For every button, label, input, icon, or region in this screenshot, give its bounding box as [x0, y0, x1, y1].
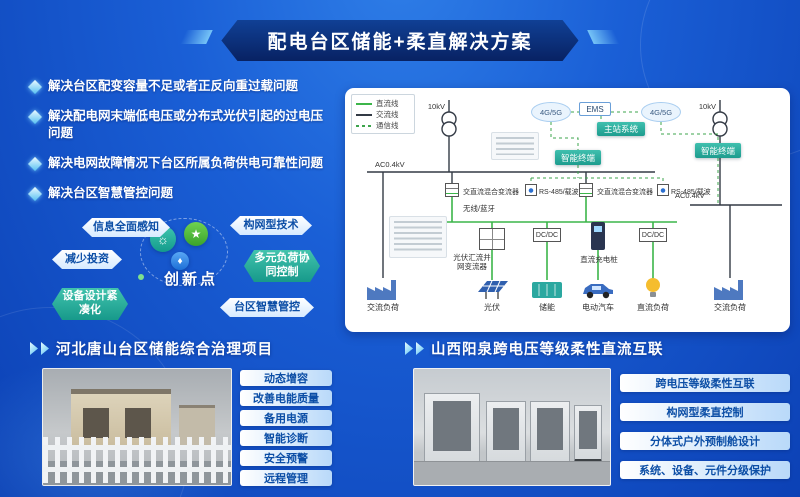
project-left-photo: [42, 368, 232, 486]
dcdc-box: DC/DC: [533, 228, 561, 242]
pv-converter-box: [479, 228, 505, 250]
system-diagram-panel: 直流线 交流线 通信线 10kV 10kV 4G/5G EMS 主站系统 4G/…: [345, 88, 790, 332]
load-label-ac: 交流负荷: [714, 303, 746, 312]
star-icon: ★: [184, 222, 208, 246]
cabinet: [486, 401, 526, 465]
innovation-item-multi-load: 多元负荷协同控制: [244, 250, 320, 282]
diamond-bullet-icon: [27, 186, 43, 201]
hybrid-converter-label: 交直流混合变流器: [463, 189, 519, 196]
feature-pill: 系统、设备、元件分级保护: [620, 461, 790, 479]
cloud-4g5g-right: 4G/5G: [641, 102, 681, 122]
feature-pill: 改善电能质量: [240, 390, 332, 406]
project-right-title-row: 山西阳泉跨电压等级柔性直流互联: [405, 338, 664, 359]
problem-item: 解决配电网末端低电压或分布式光伏引起的过电压问题: [27, 108, 338, 142]
wireless-label: 无线/蓝牙: [462, 204, 496, 213]
bulb-icon: [646, 278, 660, 297]
rs485-meter-icon: [525, 184, 537, 196]
kv-label-right: 10kV: [698, 102, 716, 111]
innovation-item-grid-forming: 构网型技术: [230, 216, 312, 235]
feature-pill: 跨电压等级柔性互联: [620, 374, 790, 392]
project-right-photo: [413, 368, 611, 486]
diamond-bullet-icon: [27, 79, 43, 95]
cloud-4g5g-left: 4G/5G: [531, 102, 571, 122]
innovation-diagram: ☼ ★ ♦ 创新点 信息全面感知 构网型技术 减少投资 多元负荷协同控制 设备设…: [52, 210, 324, 334]
rs485-meter-icon: [657, 184, 669, 196]
load-label-ac: 交流负荷: [367, 303, 399, 312]
innovation-item-compact-design: 设备设计紧凑化: [52, 288, 128, 320]
feature-pill: 远程管理: [240, 470, 332, 486]
rs485-label: RS-485/载波: [539, 189, 579, 196]
dcdc-box: DC/DC: [639, 228, 667, 242]
smart-terminal-right: 智能终端: [695, 143, 741, 158]
load-label-dc: 直流负荷: [637, 303, 669, 312]
diamond-icon: ♦: [171, 252, 189, 270]
feature-pill: 备用电源: [240, 410, 332, 426]
problem-item: 解决台区配变容量不足或者正反向重过载问题: [27, 78, 338, 95]
feature-pill: 智能诊断: [240, 430, 332, 446]
load-label-pv: 光伏: [484, 303, 500, 312]
feature-pill: 构网型柔直控制: [620, 403, 790, 421]
problem-item: 解决电网故障情况下台区所属负荷供电可靠性问题: [27, 155, 338, 172]
smart-terminal-left: 智能终端: [555, 150, 601, 165]
comm-line-sample: [356, 124, 372, 127]
hybrid-converter-icon: [445, 183, 459, 197]
problem-list: 解决台区配变容量不足或者正反向重过载问题 解决配电网末端低电压或分布式光伏引起的…: [27, 78, 338, 214]
ac-bus-label-left: AC0.4kV: [375, 160, 405, 169]
feature-pill: 安全预警: [240, 450, 332, 466]
diagram-wires: [367, 100, 782, 280]
chevron-icon: [41, 342, 49, 355]
solar-panel-icon: [478, 280, 508, 299]
factory-icon: [714, 280, 743, 300]
master-system-box: 主站系统: [597, 122, 645, 136]
kv-label-left: 10kV: [427, 102, 445, 111]
title-banner: 配电台区储能+柔直解决方案: [180, 20, 620, 61]
innovation-item-investment: 减少投资: [52, 250, 122, 269]
ground: [414, 461, 610, 485]
cabinet: [574, 405, 602, 463]
hybrid-converter-label: 交直流混合变流器: [597, 189, 653, 196]
project-right-features: 跨电压等级柔性互联 构网型柔直控制 分体式户外预制舱设计 系统、设备、元件分级保…: [620, 374, 790, 479]
dashed-ring: [140, 218, 228, 286]
project-left-title: 河北唐山台区储能综合治理项目: [56, 342, 273, 358]
diamond-bullet-icon: [27, 156, 43, 171]
load-label-storage: 储能: [539, 303, 555, 312]
banner-accent-left: [180, 30, 213, 44]
innovation-center-label: 创新点: [163, 271, 218, 288]
chevron-icon: [405, 342, 413, 355]
ev-car-icon: [583, 284, 613, 299]
page-title: 配电台区储能+柔直解决方案: [267, 32, 533, 53]
green-dot: [138, 274, 144, 280]
feature-pill: 动态增容: [240, 370, 332, 386]
banner-accent-right: [587, 30, 620, 44]
diamond-bullet-icon: [27, 109, 43, 124]
fence: [43, 437, 231, 483]
dc-charger-label: 直流充电桩: [580, 255, 618, 264]
problem-item: 解决台区智慧管控问题: [27, 185, 338, 202]
chevron-icon: [30, 342, 38, 355]
factory-icon: [367, 280, 396, 300]
feature-pill: 分体式户外预制舱设计: [620, 432, 790, 450]
pv-converter-label: 光伏汇流并网变流器: [453, 253, 491, 272]
ac-bus-label-right: AC0.4kV: [675, 191, 705, 200]
load-label-ev: 电动汽车: [582, 303, 614, 312]
dc-charger-box: [591, 222, 605, 250]
innovation-item-perception: 信息全面感知: [82, 218, 170, 237]
dc-line-sample: [356, 102, 372, 105]
project-left-features: 动态增容 改善电能质量 备用电源 智能诊断 安全预警 远程管理: [240, 370, 332, 486]
note-annotation: [491, 132, 539, 160]
rs485-label: RS-485/载波: [671, 189, 711, 196]
note-annotation: [389, 216, 447, 258]
chevron-icon: [416, 342, 424, 355]
hybrid-converter-icon: [579, 183, 593, 197]
cabinet: [530, 401, 570, 465]
ems-box: EMS: [579, 102, 611, 116]
cabinet: [424, 393, 480, 467]
project-left-title-row: 河北唐山台区储能综合治理项目: [30, 338, 273, 359]
battery-container-icon: [532, 282, 562, 298]
project-right-title: 山西阳泉跨电压等级柔性直流互联: [431, 342, 664, 358]
ac-line-sample: [356, 113, 372, 116]
innovation-item-smart-control: 台区智慧管控: [220, 298, 314, 317]
diagram-legend: 直流线 交流线 通信线: [351, 94, 415, 134]
